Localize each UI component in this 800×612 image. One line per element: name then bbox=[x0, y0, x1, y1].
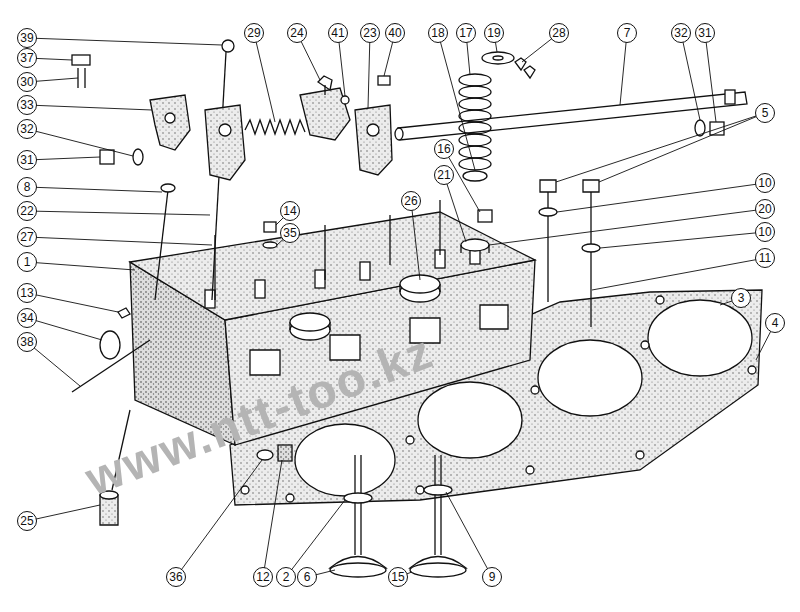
callout-circle: 21 bbox=[434, 165, 454, 185]
callout-number: 14 bbox=[283, 205, 296, 217]
callout-number: 8 bbox=[24, 181, 31, 193]
callout-circle: 6 bbox=[297, 567, 317, 587]
callout-number: 37 bbox=[20, 52, 33, 64]
callout-circle: 30 bbox=[17, 72, 37, 92]
callout-number: 27 bbox=[20, 231, 33, 243]
callout-number: 20 bbox=[758, 203, 771, 215]
callout-number: 1 bbox=[24, 256, 31, 268]
callout-circle: 24 bbox=[287, 23, 307, 43]
callout-circle: 34 bbox=[17, 308, 37, 328]
callout-circle: 19 bbox=[484, 23, 504, 43]
callout-circle: 7 bbox=[617, 23, 637, 43]
callout-circle: 39 bbox=[17, 28, 37, 48]
callout-number: 16 bbox=[437, 143, 450, 155]
callout-number: 34 bbox=[20, 312, 33, 324]
callout-number: 26 bbox=[404, 195, 417, 207]
callout-circle: 33 bbox=[17, 95, 37, 115]
callout-circle: 4 bbox=[765, 313, 785, 333]
callout-circle: 20 bbox=[755, 199, 775, 219]
callout-number: 11 bbox=[759, 252, 771, 264]
callout-number: 31 bbox=[698, 27, 711, 39]
callout-number: 25 bbox=[20, 515, 33, 527]
callout-number: 10 bbox=[758, 226, 771, 238]
callout-number: 36 bbox=[169, 571, 182, 583]
callout-number: 15 bbox=[391, 571, 404, 583]
callout-number: 24 bbox=[290, 27, 303, 39]
callout-number: 17 bbox=[459, 27, 472, 39]
callout-number: 29 bbox=[247, 27, 260, 39]
callout-circle: 28 bbox=[549, 23, 569, 43]
callout-circle: 18 bbox=[428, 23, 448, 43]
callout-circle: 11 bbox=[755, 248, 775, 268]
callout-circle: 22 bbox=[17, 201, 37, 221]
callout-circle: 31 bbox=[17, 150, 37, 170]
callout-circle: 32 bbox=[671, 23, 691, 43]
callout-circle: 36 bbox=[166, 567, 186, 587]
callout-number: 31 bbox=[20, 154, 33, 166]
callout-circle: 1 bbox=[17, 252, 37, 272]
callout-circle: 15 bbox=[388, 567, 408, 587]
callout-circle: 10 bbox=[755, 222, 775, 242]
callout-circle: 9 bbox=[482, 567, 502, 587]
callout-number: 41 bbox=[331, 27, 344, 39]
callout-circle: 13 bbox=[17, 283, 37, 303]
callout-circle: 10 bbox=[755, 173, 775, 193]
callout-number: 3 bbox=[738, 292, 745, 304]
callout-number: 28 bbox=[552, 27, 565, 39]
callout-circle: 2 bbox=[276, 567, 296, 587]
callout-circle: 8 bbox=[17, 177, 37, 197]
callout-number: 32 bbox=[20, 123, 33, 135]
callout-number: 9 bbox=[489, 571, 496, 583]
callout-number: 22 bbox=[20, 205, 33, 217]
callout-circle: 35 bbox=[280, 223, 300, 243]
callout-circle: 31 bbox=[695, 23, 715, 43]
callout-number: 13 bbox=[20, 287, 33, 299]
callout-number: 10 bbox=[758, 177, 771, 189]
callout-circle: 23 bbox=[360, 23, 380, 43]
callout-number: 21 bbox=[437, 169, 450, 181]
callout-circle: 29 bbox=[244, 23, 264, 43]
callout-circle: 38 bbox=[17, 332, 37, 352]
callout-circle: 41 bbox=[328, 23, 348, 43]
callout-number: 38 bbox=[20, 336, 33, 348]
callout-circle: 14 bbox=[280, 201, 300, 221]
callout-circle: 16 bbox=[434, 139, 454, 159]
callout-number: 33 bbox=[20, 99, 33, 111]
callout-circle: 25 bbox=[17, 511, 37, 531]
callout-number: 23 bbox=[363, 27, 376, 39]
leader-lines bbox=[27, 33, 775, 577]
callout-circle: 12 bbox=[253, 567, 273, 587]
callout-number: 12 bbox=[256, 571, 269, 583]
callout-number: 2 bbox=[283, 571, 290, 583]
callout-number: 5 bbox=[762, 107, 769, 119]
callout-circle: 3 bbox=[731, 288, 751, 308]
callout-number: 19 bbox=[487, 27, 500, 39]
callout-circle: 27 bbox=[17, 227, 37, 247]
callout-circle: 17 bbox=[456, 23, 476, 43]
callout-circle: 26 bbox=[401, 191, 421, 211]
callout-number: 18 bbox=[431, 27, 444, 39]
callout-number: 40 bbox=[388, 27, 401, 39]
callout-number: 7 bbox=[624, 27, 631, 39]
callout-circle: 5 bbox=[755, 103, 775, 123]
callout-circle: 40 bbox=[385, 23, 405, 43]
callout-number: 30 bbox=[20, 76, 33, 88]
callout-number: 35 bbox=[283, 227, 296, 239]
callout-number: 4 bbox=[772, 317, 779, 329]
callout-number: 39 bbox=[20, 32, 33, 44]
callout-circle: 32 bbox=[17, 119, 37, 139]
callout-circle: 37 bbox=[17, 48, 37, 68]
callout-number: 6 bbox=[304, 571, 311, 583]
callout-number: 32 bbox=[674, 27, 687, 39]
